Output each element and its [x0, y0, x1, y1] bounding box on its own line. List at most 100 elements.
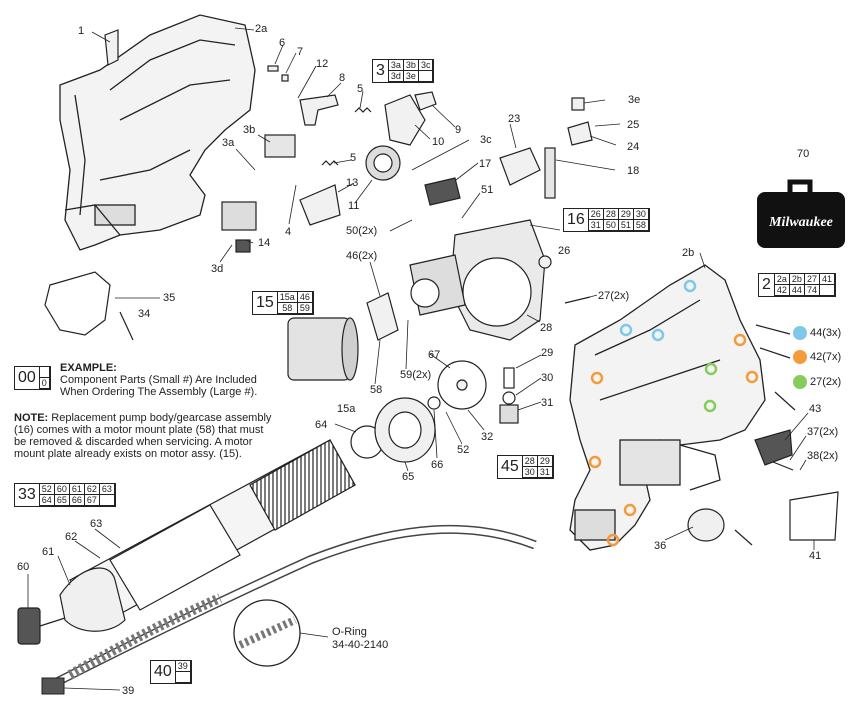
legend-label-27: 27(2x)	[810, 376, 842, 388]
housing-left-half	[59, 14, 256, 251]
part-label-31: 31	[541, 397, 553, 409]
part-label-41: 41	[809, 550, 821, 562]
component-cell: 3c	[418, 60, 434, 71]
part-label-2b: 2b	[682, 247, 694, 259]
component-cell: 44	[789, 285, 805, 296]
component-cell: 50	[603, 220, 619, 231]
part-label-1: 1	[78, 25, 84, 37]
component-cell: 3d	[388, 71, 404, 82]
assembly-number: 2	[759, 274, 775, 296]
part-label-67: 67	[428, 349, 440, 361]
gearbox-parts	[44, 29, 839, 546]
component-cell: 3b	[403, 60, 419, 71]
part-label-13: 13	[346, 177, 358, 189]
assembly-box-45: 45 28 29 30 31	[497, 455, 554, 479]
component-cell: 58	[277, 303, 298, 314]
part-label-14: 14	[258, 237, 270, 249]
part-label-65: 65	[402, 471, 414, 483]
note-line-4: mount plate already exists on motor assy…	[14, 448, 242, 460]
part-label-32: 32	[481, 431, 493, 443]
part-label-3b: 3b	[243, 124, 255, 136]
component-cell: 31	[588, 220, 604, 231]
part-label-66: 66	[431, 459, 443, 471]
component-cell: 65	[54, 495, 70, 506]
legend-label-42: 42(7x)	[810, 351, 842, 363]
component-cell: 63	[99, 484, 115, 495]
component-cell: 58	[633, 220, 649, 231]
part-label-64: 64	[315, 419, 327, 431]
legend-dot-42	[793, 350, 807, 364]
component-cell: 52	[39, 484, 55, 495]
part-label-58: 58	[370, 384, 382, 396]
part-label-39: 39	[122, 685, 134, 697]
example-line-2: When Ordering The Assembly (Large #).	[60, 386, 258, 398]
brand-logo: Milwaukee	[768, 215, 833, 230]
component-cell: 3e	[403, 71, 419, 82]
part-label-35: 35	[163, 292, 175, 304]
note-title: NOTE:	[14, 412, 49, 424]
component-cell: 42	[774, 285, 790, 296]
part-label-29: 29	[541, 347, 553, 359]
part-label-9: 9	[455, 124, 461, 136]
part-label-46: 46(2x)	[346, 250, 377, 262]
part-label-25: 25	[627, 119, 639, 131]
part-label-37: 37(2x)	[807, 426, 838, 438]
part-label-62: 62	[65, 531, 77, 543]
component-cell: 64	[39, 495, 55, 506]
component-cell: 59	[297, 303, 313, 314]
replacement-note: NOTE: Replacement pump body/gearcase ass…	[14, 412, 314, 460]
component-cell: 60	[54, 484, 70, 495]
part-label-30: 30	[541, 372, 553, 384]
component-cell: 2b	[789, 274, 805, 285]
part-label-6: 6	[279, 37, 285, 49]
part-label-5a: 5	[357, 83, 363, 95]
assembly-box-40: 40 39	[150, 660, 192, 684]
part-label-10: 10	[432, 136, 444, 148]
assembly-box-3: 3 3a 3b 3c 3d 3e	[372, 59, 435, 83]
grease-cartridge-tube	[17, 439, 356, 645]
component-cell: 62	[84, 484, 100, 495]
component-cell	[819, 285, 835, 296]
part-label-2a: 2a	[255, 23, 268, 35]
component-cell: 30	[633, 209, 649, 220]
part-label-18: 18	[627, 165, 639, 177]
part-label-28: 28	[540, 322, 552, 334]
example-title: EXAMPLE:	[60, 362, 117, 374]
component-cell: 31	[537, 467, 553, 478]
part-label-27: 27(2x)	[598, 290, 629, 302]
component-cell: 67	[84, 495, 100, 506]
assembly-box-2: 2 2a 2b 27 41 42 44 74	[758, 273, 836, 297]
part-label-3c: 3c	[480, 134, 492, 146]
part-label-12: 12	[316, 58, 328, 70]
oring-part-number: 34-40-2140	[332, 639, 388, 651]
part-label-11: 11	[348, 200, 359, 212]
oring-label: O-Ring	[332, 626, 367, 638]
legend-label-44: 44(3x)	[810, 327, 842, 339]
component-cell: 2a	[774, 274, 790, 285]
component-cell: 3a	[388, 60, 404, 71]
part-label-70: 70	[797, 148, 809, 160]
part-label-51: 51	[481, 184, 493, 196]
component-cell: 28	[603, 209, 619, 220]
component-cell: 15a	[277, 292, 298, 303]
assembly-number: 45	[498, 456, 523, 478]
component-cell: 51	[618, 220, 634, 231]
assembly-number: 00	[15, 367, 40, 389]
part-labels: 1 2a 6 7 12 8 5 9 10 3c 5 13 11 17 51 3e…	[17, 23, 838, 697]
part-label-3d: 3d	[211, 263, 223, 275]
part-label-3e: 3e	[628, 94, 640, 106]
note-line-1: Replacement pump body/gearcase assembly	[48, 412, 272, 424]
example-box: 00 0	[14, 366, 51, 390]
part-label-63: 63	[90, 518, 102, 530]
part-label-8: 8	[339, 72, 345, 84]
grease-hose	[41, 524, 537, 695]
note-line-3: be removed & discarded when servicing. A…	[14, 436, 253, 448]
part-label-43: 43	[809, 403, 821, 415]
example-note: EXAMPLE: Component Parts (Small #) Are I…	[60, 362, 320, 398]
example-line-1: Component Parts (Small #) Are Included	[60, 374, 257, 386]
leader-lines	[27, 27, 815, 691]
fastener-markers	[588, 279, 759, 547]
legend-dot-27	[793, 375, 807, 389]
component-cell: 46	[297, 292, 313, 303]
part-label-36: 36	[654, 540, 666, 552]
